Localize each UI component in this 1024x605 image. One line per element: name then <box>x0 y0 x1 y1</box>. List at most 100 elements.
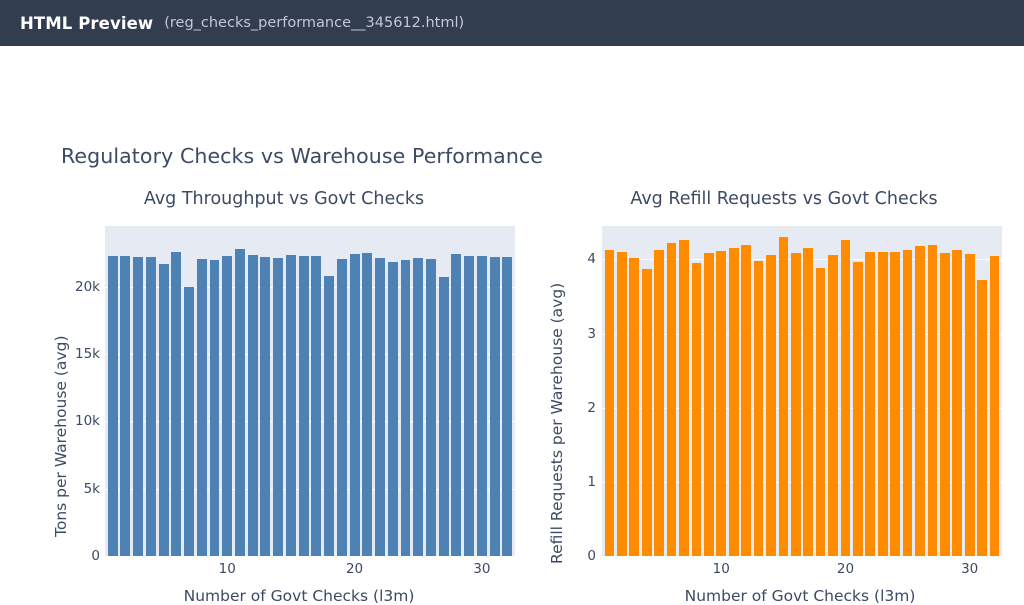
bar <box>285 254 296 556</box>
gridline <box>105 353 515 355</box>
y-axis-label: Refill Requests per Warehouse (avg) <box>548 282 566 564</box>
x-tick-label: 20 <box>836 561 855 577</box>
bar <box>940 252 950 556</box>
bar <box>260 256 271 556</box>
bar <box>158 264 169 556</box>
chart-panel-refill: Avg Refill Requests vs Govt Checks 0 1 2 3 4… <box>534 189 1004 605</box>
x-tick-label: 30 <box>473 561 491 577</box>
x-tick-label: 10 <box>218 561 236 577</box>
bar-series <box>602 226 1002 556</box>
bar <box>120 256 131 556</box>
bar <box>877 251 888 556</box>
x-tick-label: 20 <box>345 561 364 577</box>
bar <box>840 240 851 556</box>
bar <box>247 254 258 556</box>
bar <box>753 260 764 556</box>
plot-area-refill <box>602 226 1002 556</box>
bar <box>766 254 776 556</box>
bar <box>604 250 615 556</box>
y-axis-label: Tons per Warehouse (avg) <box>52 335 70 538</box>
bar <box>915 246 925 556</box>
y-tick-label: 3 <box>587 325 596 342</box>
bar <box>298 255 309 556</box>
bar <box>489 256 500 556</box>
bar <box>617 251 627 556</box>
x-axis-label: Number of Govt Checks (l3m) <box>684 587 916 605</box>
x-axis-label: Number of Govt Checks (l3m) <box>183 587 415 605</box>
app-title: HTML Preview <box>20 13 154 33</box>
y-tick-label: 2 <box>587 399 596 416</box>
gridline <box>602 407 1002 409</box>
bar <box>927 244 938 556</box>
page-body: Regulatory Checks vs Warehouse Performan… <box>0 46 1024 605</box>
y-tick-label: 20k <box>75 278 100 295</box>
gridline <box>105 421 515 423</box>
bar <box>438 277 449 556</box>
gridline <box>602 259 1002 261</box>
titlebar: HTML Preview (reg_checks_performance__34… <box>0 0 1024 46</box>
chart-title: Avg Throughput vs Govt Checks <box>143 189 425 209</box>
bar <box>184 287 194 556</box>
bar <box>853 261 863 556</box>
gridline <box>105 286 515 288</box>
bar <box>964 254 975 556</box>
bar <box>790 253 801 556</box>
chart-title: Avg Refill Requests vs Govt Checks <box>630 189 938 209</box>
y-tick-label: 0 <box>587 548 596 564</box>
bar <box>691 263 702 556</box>
gridline <box>602 333 1002 335</box>
bar <box>703 252 714 556</box>
bar <box>502 256 513 556</box>
bar <box>171 252 182 556</box>
bar <box>451 253 462 556</box>
bar <box>133 256 144 556</box>
bar <box>375 257 385 556</box>
bar <box>400 260 411 556</box>
bar <box>778 237 789 556</box>
bar <box>311 255 322 556</box>
x-tick-label: 10 <box>712 561 730 577</box>
bar <box>641 269 652 556</box>
bar <box>235 248 245 556</box>
bar <box>716 251 727 556</box>
bar <box>464 255 475 556</box>
bar <box>741 245 751 556</box>
bar <box>196 259 207 556</box>
gridline <box>105 488 515 490</box>
bar <box>654 249 664 556</box>
y-tick-label: 5k <box>83 480 100 497</box>
bar <box>679 240 689 556</box>
bar <box>273 258 284 556</box>
bar <box>324 275 335 556</box>
bar <box>977 280 987 556</box>
bar <box>828 254 838 556</box>
y-tick-label: 10k <box>75 413 100 430</box>
bar <box>989 256 1000 556</box>
y-tick-label: 4 <box>587 251 596 268</box>
bar <box>666 243 677 556</box>
bar <box>865 251 876 556</box>
bar <box>803 248 814 556</box>
bar <box>413 258 424 556</box>
file-name-label: (reg_checks_performance__345612.html) <box>164 15 465 31</box>
bar <box>890 251 900 556</box>
bar <box>728 247 739 556</box>
bar <box>476 256 487 556</box>
bar <box>387 261 398 556</box>
bar <box>107 255 118 556</box>
bar <box>145 256 156 556</box>
bar <box>902 250 913 556</box>
bar <box>815 268 826 556</box>
bar <box>349 254 360 556</box>
y-tick-label: 1 <box>587 473 596 490</box>
gridline <box>602 481 1002 483</box>
x-tick-label: 30 <box>961 561 979 577</box>
bar <box>629 257 640 556</box>
bar <box>222 256 233 556</box>
bar <box>336 259 347 556</box>
page-title: Regulatory Checks vs Warehouse Performan… <box>61 144 543 168</box>
y-tick-label: 15k <box>75 345 100 362</box>
bar <box>209 259 220 556</box>
bar <box>425 259 436 556</box>
